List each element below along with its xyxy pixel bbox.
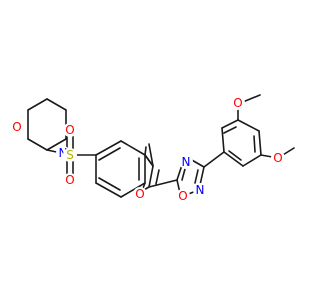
bond	[144, 154, 154, 167]
molecule-canvas: O N S O O O N N	[10, 94, 295, 203]
atom-label: O	[12, 120, 21, 134]
bond	[98, 177, 121, 191]
bond	[144, 146, 147, 156]
atom-O-morpholine: O	[10, 120, 24, 134]
atom-label: O	[65, 123, 74, 137]
atom-O-methoxy-top: O	[231, 96, 245, 110]
atom-label: O	[65, 173, 74, 187]
bond	[194, 169, 199, 184]
bond	[199, 166, 205, 186]
atom-O-furan: O	[133, 187, 147, 201]
atom-label: N	[59, 146, 68, 160]
bond	[120, 140, 146, 156]
atom-label: N	[196, 183, 205, 197]
atom-S-sulfonyl: S	[63, 148, 77, 162]
atom-N-oxadiazole-top: N	[179, 155, 193, 169]
bond	[46, 138, 67, 151]
bond	[155, 169, 160, 185]
bond	[95, 182, 122, 198]
bond	[237, 119, 260, 132]
bond	[148, 165, 154, 188]
bond	[223, 151, 244, 167]
atom-label: N	[182, 155, 191, 169]
bond	[148, 179, 178, 188]
atom-N-oxadiazole-bottom: N	[193, 183, 207, 197]
bond	[181, 168, 186, 181]
atom-O-sulfonyl-top: O	[63, 123, 77, 137]
bond	[27, 138, 48, 151]
atom-label: O	[273, 151, 282, 165]
bond	[203, 151, 225, 168]
bond	[176, 164, 183, 181]
atom-labels: O N S O O O N N	[10, 96, 285, 203]
bond	[221, 119, 239, 129]
bond	[228, 150, 242, 161]
bond	[95, 140, 122, 156]
atom-label: O	[178, 189, 187, 203]
bond	[242, 154, 262, 167]
atom-O-sulfonyl-bottom: O	[63, 173, 77, 187]
atom-O-methoxy-right: O	[271, 151, 285, 165]
atom-label: O	[233, 96, 242, 110]
bond	[120, 182, 146, 198]
bond	[223, 126, 237, 134]
bond	[221, 127, 225, 153]
bond	[27, 98, 48, 111]
bond	[98, 147, 121, 161]
bond	[148, 143, 154, 167]
structure-diagram: O N S O O O N N	[10, 94, 295, 203]
atom-label: S	[66, 148, 74, 162]
bond	[46, 98, 67, 111]
bond	[253, 135, 256, 153]
atom-label: O	[135, 187, 144, 201]
atom-O-oxadiazole: O	[176, 189, 190, 203]
bond	[258, 130, 262, 156]
